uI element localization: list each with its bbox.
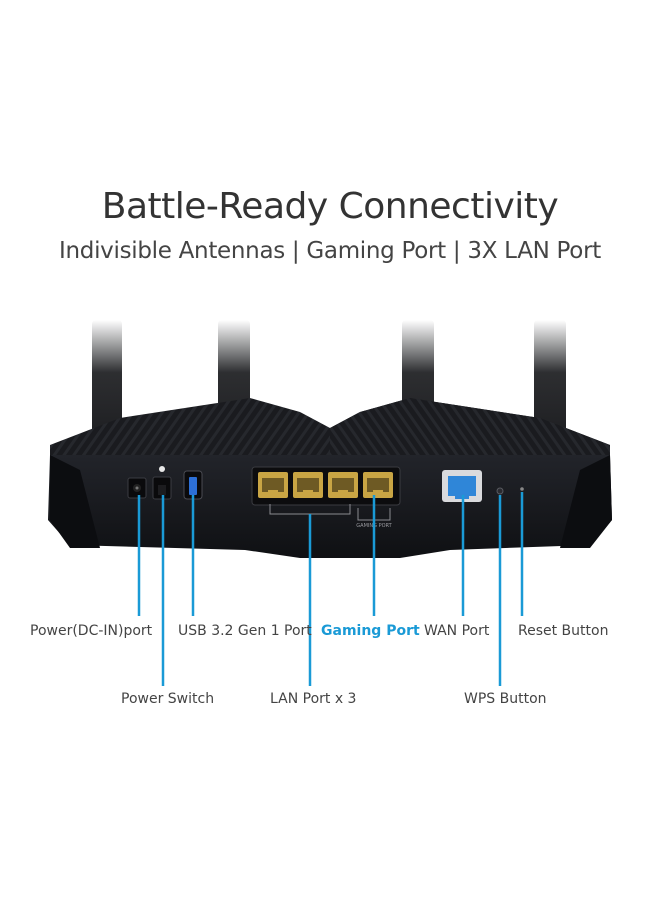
label-lan-port: LAN Port x 3 <box>270 691 357 707</box>
lan-ports <box>258 472 393 498</box>
callout-lines <box>137 492 524 686</box>
label-power-dc-in: Power(DC-IN)port <box>30 623 153 639</box>
lan-port-1 <box>258 472 288 498</box>
usb-port <box>183 470 203 500</box>
label-wan-port: WAN Port <box>424 623 490 639</box>
page-title: Battle-Ready Connectivity <box>101 186 559 227</box>
power-switch <box>152 466 172 500</box>
lan-port-2 <box>293 472 323 498</box>
label-usb-port: USB 3.2 Gen 1 Port <box>178 623 312 639</box>
router-wing-left <box>50 455 100 548</box>
gaming-port-socket <box>363 472 393 498</box>
label-power-switch: Power Switch <box>121 691 215 707</box>
reset-button <box>520 487 524 491</box>
router-wing-right <box>560 455 612 548</box>
router-top-shell-right <box>330 398 610 460</box>
label-reset-button: Reset Button <box>518 623 609 639</box>
wps-button <box>496 487 504 495</box>
label-gaming-port: Gaming Port <box>321 623 420 639</box>
power-dc-in-port <box>127 477 147 499</box>
wan-port <box>442 470 482 502</box>
label-wps-button: WPS Button <box>464 691 547 707</box>
lan-port-3 <box>328 472 358 498</box>
page-subtitle: Indivisible Antennas | Gaming Port | 3X … <box>59 238 601 264</box>
